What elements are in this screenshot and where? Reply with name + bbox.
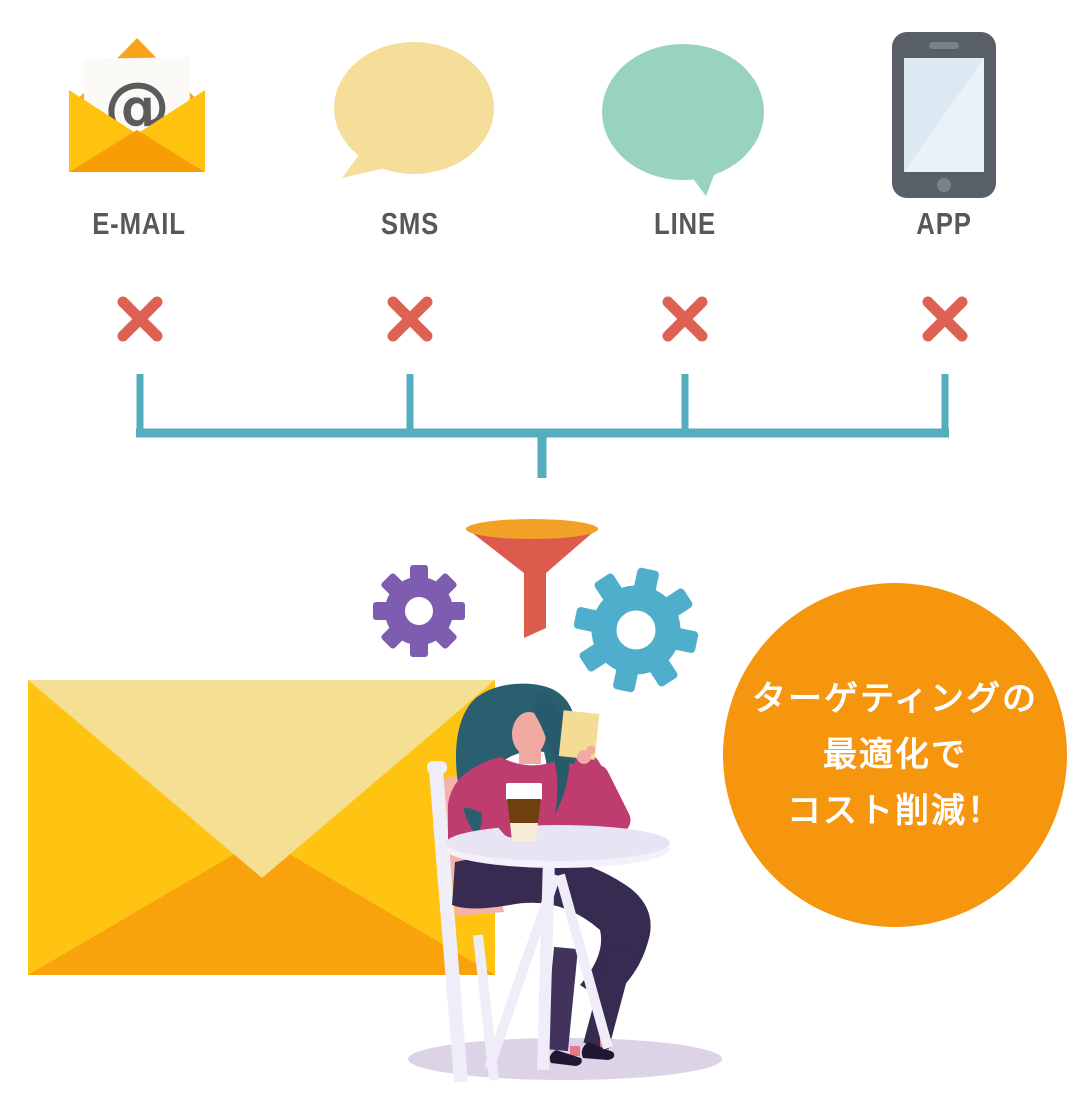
badge-line-2: 最適化で: [823, 736, 967, 774]
channel-label-line: LINE: [654, 206, 716, 241]
face: [512, 712, 546, 756]
smartphone-icon: [892, 32, 996, 198]
badge-line-3: コスト削減！: [787, 792, 1003, 830]
channel-label-sms: SMS: [380, 206, 440, 241]
cross-mark-icon: [662, 296, 708, 342]
woman-at-cafe-table-illustration: [408, 683, 722, 1083]
channel-label-app: APP: [916, 206, 972, 241]
gear-icon-teal: [573, 567, 699, 693]
line-speech-bubble-icon: [602, 44, 764, 196]
cross-mark-icon: [387, 296, 433, 342]
channel-label-email: E-MAIL: [92, 206, 186, 241]
phone-home-button: [937, 178, 951, 192]
email-open-envelope-icon: @: [69, 38, 205, 172]
arm: [573, 754, 631, 834]
table-top: [446, 825, 670, 861]
phone-speaker: [929, 42, 959, 49]
benefit-badge: ターゲティングの 最適化で コスト削減！: [723, 583, 1067, 927]
funnel-icon: [466, 519, 598, 638]
shoe: [549, 1050, 582, 1066]
coffee-cup: [506, 783, 542, 800]
shoe: [581, 1042, 615, 1060]
big-envelope-illustration: [28, 680, 495, 975]
legs: [452, 854, 651, 1002]
badge-line-1: ターゲティングの: [752, 680, 1038, 718]
gear-icon-purple: [373, 565, 465, 657]
chair-frame: [429, 769, 468, 1083]
cross-mark-icon: [117, 296, 163, 342]
bracket-connector: [136, 374, 949, 478]
sms-speech-bubble-icon: [334, 42, 494, 178]
cross-mark-icon: [922, 296, 968, 342]
